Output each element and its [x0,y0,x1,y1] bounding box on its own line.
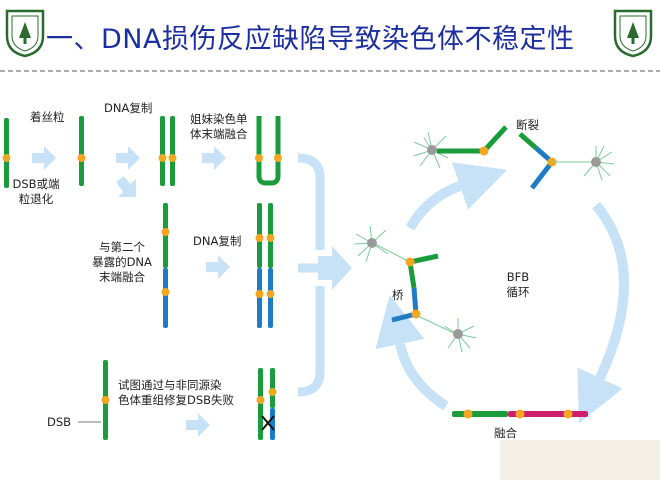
bridge-label: 桥 [392,288,404,302]
row1-chromosomes [2,116,282,188]
arrow-1 [32,146,56,170]
fusion-x-icon [261,415,275,431]
bfb-fusion-group [452,409,588,419]
page-title: 一、DNA损伤反应缺陷导致染色体不稳定性 [46,24,575,55]
collector-arrow [318,246,352,290]
row2-chromosomes [161,203,275,328]
bfb-cycle-arrows [375,162,629,424]
right-seal-icon [613,9,653,58]
spindle-pole-icon [453,329,463,339]
centromere-dot-icon [2,154,11,162]
sister-fusion-label: 姐妹染色单体末端融合 [190,112,248,141]
process-arrows [32,146,230,437]
dsb-label: DSB [47,415,72,429]
arrow-2 [116,146,140,170]
arrow-5 [186,413,210,437]
telomere-label: 着丝粒 [30,110,65,124]
row3-chromosomes [78,360,277,440]
spindle-pole-icon [591,157,601,167]
corner-photo [500,440,660,480]
dna-replication-mid-label: DNA复制 [193,234,242,248]
bfb-bridge-group [353,225,477,353]
fusion-label: 融合 [494,426,517,440]
dna-replication-top-label: DNA复制 [104,101,153,115]
dsb-erosion-label: DSB或端粒退化 [12,177,60,206]
arrow-4 [206,255,230,279]
arrow-3 [202,146,226,170]
spindle-pole-icon [427,145,437,155]
bfb-breakage-group [413,125,615,190]
left-seal-icon [5,9,45,58]
spindle-pole-icon [367,238,377,248]
arrow-down-diag [116,176,136,197]
nhej-fail-label: 试图通过与非同源染色体重组修复DSB失败 [118,378,235,407]
breakage-label: 断裂 [516,118,539,132]
